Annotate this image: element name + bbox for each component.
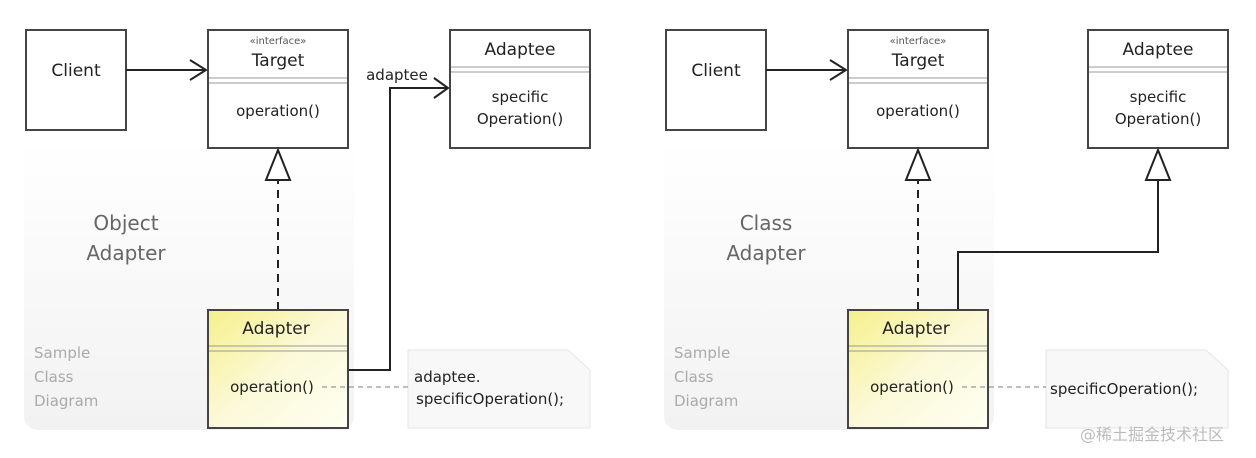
target-stereotype: «interface»: [250, 36, 307, 47]
target-name: Target: [251, 51, 305, 71]
adapter-operation: operation(): [230, 378, 314, 396]
client-target-association-arrow: [126, 59, 208, 81]
client-class[interactable]: Client: [25, 29, 127, 131]
sample-label-line1: Sample: [674, 344, 730, 362]
note-shape: [407, 349, 591, 429]
diagram-title-line2: Adapter: [86, 241, 166, 265]
client-target-association-arrow: [766, 59, 848, 81]
adapter-name: Adapter: [882, 319, 949, 339]
target-operation: operation(): [236, 102, 320, 120]
sample-label-line1: Sample: [34, 344, 90, 362]
sample-label-line3: Diagram: [34, 392, 98, 410]
object-adapter-diagram: Object Adapter Sample Class Diagram adap…: [24, 29, 591, 430]
class-adapter-diagram: Class Adapter Sample Class Diagram speci…: [664, 29, 1229, 430]
diagram-title-line1: Class: [740, 211, 793, 235]
adaptee-op-line2: Operation(): [477, 110, 563, 128]
sample-label-line2: Class: [674, 368, 714, 386]
adaptee-name: Adaptee: [1123, 40, 1194, 60]
target-stereotype: «interface»: [890, 36, 947, 47]
note-shape: [1045, 349, 1229, 429]
generalization-arrowhead: [1144, 147, 1172, 181]
adaptee-name: Adaptee: [485, 40, 556, 60]
generalization-line: [957, 180, 1159, 310]
sample-label-line2: Class: [34, 368, 74, 386]
client-class[interactable]: Client: [665, 29, 767, 131]
target-name: Target: [891, 51, 945, 71]
adaptee-class[interactable]: Adaptee specific Operation(): [1087, 29, 1229, 149]
adapter-class[interactable]: Adapter operation(): [207, 309, 349, 429]
target-interface[interactable]: «interface» Target operation(): [847, 29, 989, 149]
watermark: @稀土掘金技术社区: [1080, 425, 1224, 444]
note-line2: specificOperation();: [416, 390, 564, 408]
adapter-class[interactable]: Adapter operation(): [847, 309, 989, 429]
adaptee-op-line1: specific: [492, 88, 549, 106]
adaptee-class[interactable]: Adaptee specific Operation(): [449, 29, 591, 149]
adapter-operation: operation(): [870, 378, 954, 396]
target-interface[interactable]: «interface» Target operation(): [207, 29, 349, 149]
adaptee-op-line1: specific: [1130, 88, 1187, 106]
client-name: Client: [691, 61, 741, 81]
realization-arrowhead: [904, 147, 932, 181]
adaptee-op-line2: Operation(): [1115, 110, 1201, 128]
client-name: Client: [51, 61, 101, 81]
note-line1: specificOperation();: [1050, 380, 1198, 398]
association-role-label: adaptee: [366, 66, 428, 84]
diagram-title-line2: Adapter: [726, 241, 806, 265]
adapter-name: Adapter: [242, 319, 309, 339]
diagram-title-line1: Object: [93, 211, 158, 235]
target-operation: operation(): [876, 102, 960, 120]
note-line1: adaptee.: [414, 368, 481, 386]
adapter-adaptee-association-arrow: [348, 77, 450, 371]
sample-label-line3: Diagram: [674, 392, 738, 410]
realization-arrowhead: [264, 147, 292, 181]
